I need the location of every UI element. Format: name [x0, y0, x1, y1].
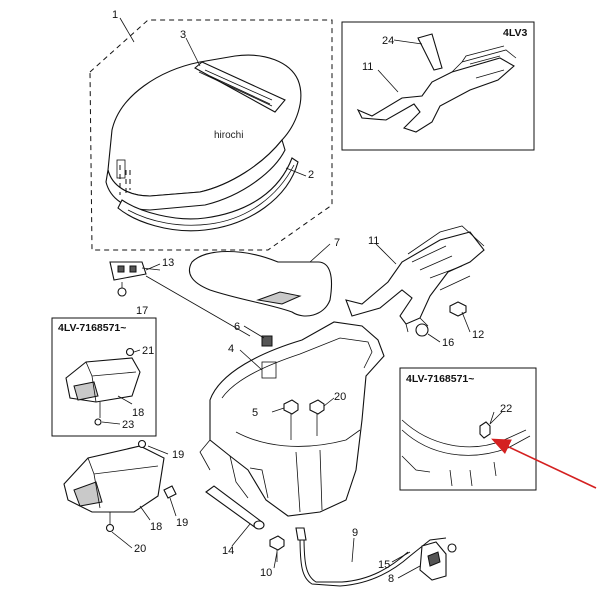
label-19-upper: 19 — [172, 449, 184, 461]
label-14: 14 — [222, 545, 234, 557]
label-24: 24 — [382, 35, 394, 47]
part-labels: 1 2 3 4 5 6 7 8 9 10 11 11 12 13 14 15 1… — [112, 9, 512, 585]
box-right-frame — [399, 367, 537, 491]
cable-9 — [299, 535, 447, 587]
label-17: 17 — [136, 305, 148, 317]
label-20-lower: 20 — [134, 543, 146, 555]
seat-latch-dashed — [116, 159, 126, 179]
label-13: 13 — [162, 257, 174, 269]
watermark-text: hirochi — [214, 130, 243, 141]
label-11-box: 11 — [362, 61, 373, 73]
clip-6 — [261, 335, 273, 347]
clip-19-lower — [163, 485, 177, 499]
label-18-box: 18 — [132, 407, 144, 419]
lower-left-latch — [63, 439, 177, 533]
label-9: 9 — [352, 527, 358, 539]
screw-17 — [117, 287, 127, 297]
label-1: 1 — [112, 9, 118, 21]
seat-cover — [188, 250, 333, 317]
screw-19-upper — [137, 439, 147, 449]
bolt-20-upper — [309, 399, 325, 415]
carrier-rack — [345, 225, 485, 337]
label-2: 2 — [308, 169, 314, 181]
seat-cover-7 — [188, 250, 333, 317]
label-16: 16 — [442, 337, 454, 349]
label-12: 12 — [472, 329, 484, 341]
label-21: 21 — [142, 345, 154, 357]
label-7: 7 — [334, 237, 340, 249]
pin-rod — [205, 485, 263, 529]
bolt-5 — [283, 399, 299, 415]
leader-lines — [101, 17, 503, 579]
nut-16 — [415, 323, 429, 337]
cable-and-latch — [269, 527, 457, 587]
label-4: 4 — [228, 343, 234, 355]
box-4lv3-frame — [341, 21, 535, 151]
seat-top — [107, 54, 302, 197]
box-right-label: 4LV-7168571~ — [406, 373, 474, 385]
label-3: 3 — [180, 29, 186, 41]
label-11-main: 11 — [368, 235, 379, 247]
pin-14 — [205, 485, 265, 530]
rack-4lv3 — [356, 57, 515, 133]
hinge-13 — [109, 261, 251, 337]
rack-main-body — [345, 231, 485, 325]
storage-box-shell — [209, 321, 385, 517]
screw-23 — [94, 418, 102, 426]
seat-bottom-plate — [117, 157, 299, 232]
screw-20-lower — [105, 523, 115, 533]
label-18-lower: 18 — [150, 521, 162, 533]
label-20-box: 20 — [334, 391, 346, 403]
box-left-frame — [51, 317, 157, 437]
rack-bracket-24 — [417, 33, 443, 71]
label-6: 6 — [234, 321, 240, 333]
screw-21 — [125, 347, 135, 357]
box-4lv3-label: 4LV3 — [503, 27, 527, 39]
label-5: 5 — [252, 407, 258, 419]
box-left: 4LV-7168571~ — [51, 317, 157, 437]
hinge-leader — [141, 267, 251, 337]
box-left-label: 4LV-7168571~ — [58, 322, 126, 334]
label-22: 22 — [500, 403, 512, 415]
seat-strap — [194, 61, 286, 113]
storage-box-4 — [199, 321, 385, 517]
box-4lv3: 4LV3 — [341, 21, 535, 151]
label-10: 10 — [260, 567, 272, 579]
box-right: 4LV-7168571~ — [399, 367, 537, 491]
bolt-12 — [449, 301, 467, 317]
label-19-lower: 19 — [176, 517, 188, 529]
annotation-arrow — [491, 438, 597, 489]
label-23: 23 — [122, 419, 134, 431]
bolt-10 — [269, 535, 285, 551]
label-15: 15 — [378, 559, 390, 571]
hinge-bracket — [109, 261, 147, 281]
seat-assembly-group — [89, 19, 333, 251]
screw-22 — [479, 421, 491, 439]
label-8: 8 — [388, 573, 394, 585]
